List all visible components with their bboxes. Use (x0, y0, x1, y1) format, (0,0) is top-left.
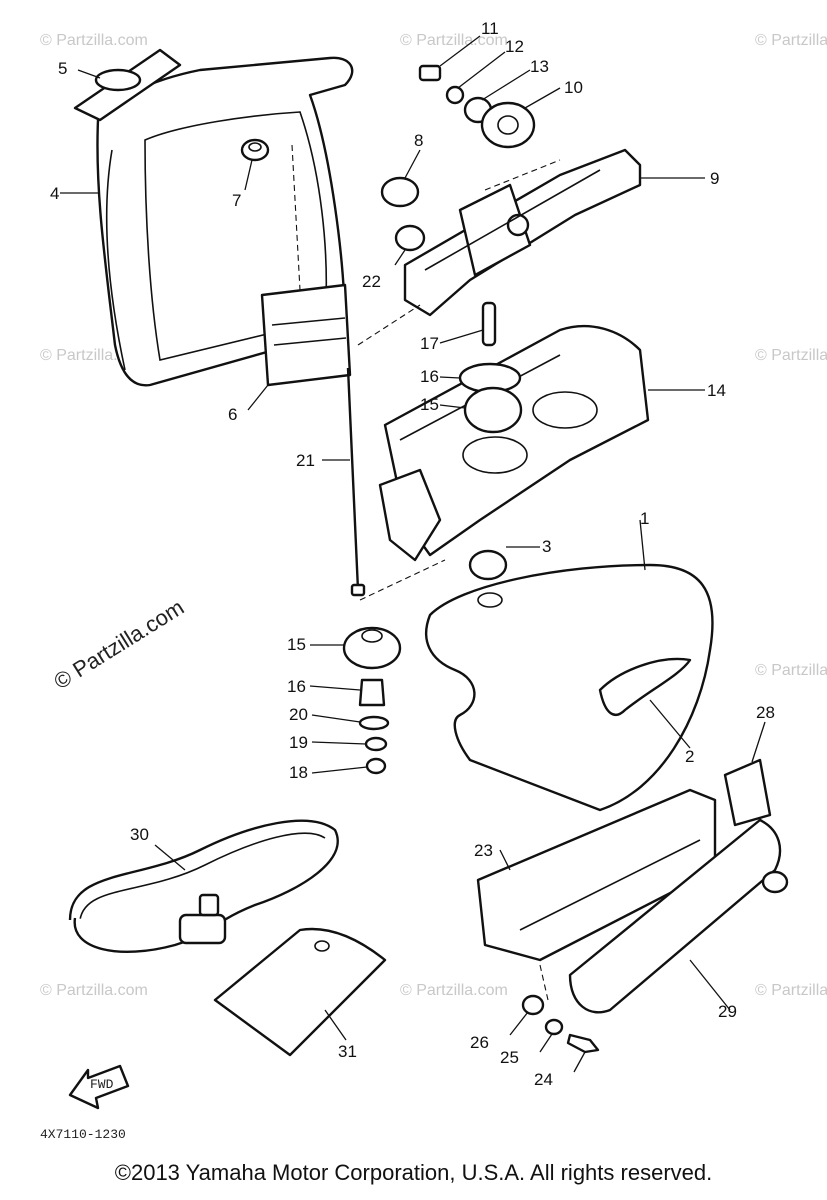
callout-labels: 11 12 13 10 5 4 7 8 9 22 17 16 15 14 6 2… (50, 19, 775, 1089)
part-long-bolt-22 (346, 367, 366, 597)
part-grommet-23 (394, 224, 426, 252)
callout-28: 28 (756, 703, 775, 722)
callout-10: 10 (564, 78, 583, 97)
watermark-small: © Partzilla.com (755, 32, 827, 49)
watermark-grid: © Partzilla.com © Partzilla.com © Partzi… (40, 32, 827, 999)
watermark-small: © Partzilla.com (400, 32, 508, 49)
copyright-notice: ©2013 Yamaha Motor Corporation, U.S.A. A… (114, 1160, 713, 1185)
part-grommet-7 (240, 138, 270, 162)
callout-30: 30 (130, 825, 149, 844)
fwd-arrow: FWD (68, 1064, 130, 1110)
part-lid-29 (568, 818, 789, 1014)
part-bracket-9 (403, 148, 642, 317)
callout-2: 2 (685, 747, 694, 766)
part-mount-stack-lower (342, 626, 402, 775)
callout-13: 13 (530, 57, 549, 76)
callout-21: 20 (289, 705, 308, 724)
leader-lines (60, 35, 766, 1073)
watermark-small: © Partzilla.com (40, 32, 148, 49)
part-grommet-3 (468, 549, 508, 581)
callout-6: 6 (228, 405, 237, 424)
callout-4: 4 (50, 184, 59, 203)
callout-31: 31 (338, 1042, 357, 1061)
part-tray-14 (378, 324, 650, 562)
callout-25: 24 (534, 1070, 553, 1089)
callout-24: 23 (474, 841, 493, 860)
callout-15-upper: 15 (420, 395, 439, 414)
watermark-small: © Partzilla.com (40, 982, 148, 999)
callout-17: 16 (420, 367, 439, 386)
callout-15-lower: 15 (287, 635, 306, 654)
part-sheet-31 (213, 927, 387, 1057)
callout-12: 12 (505, 37, 524, 56)
callout-14: 14 (707, 381, 726, 400)
part-wire-30 (68, 819, 339, 953)
parts-diagram: © Partzilla.com © Partzilla.com © Partzi… (40, 19, 827, 1142)
part-pad-28 (723, 758, 772, 827)
callout-5: 5 (58, 59, 67, 78)
callout-11: 11 (481, 19, 499, 38)
fwd-label: FWD (90, 1077, 114, 1092)
callout-16: 16 (287, 677, 306, 696)
callout-26: 25 (500, 1048, 519, 1067)
watermark-small: © Partzilla.com (755, 347, 827, 364)
callout-19: 18 (289, 763, 308, 782)
watermark-main: © Partzilla.com (49, 594, 188, 694)
callout-1: 1 (640, 509, 649, 528)
part-code: 4X7110-1230 (40, 1127, 126, 1142)
callout-29: 29 (718, 1002, 737, 1021)
part-side-cover-1 (425, 563, 714, 812)
part-emblem-6 (260, 283, 352, 387)
callout-20: 19 (289, 733, 308, 752)
part-grommet-8 (380, 176, 420, 208)
callout-9: 9 (710, 169, 719, 188)
callout-27: 26 (470, 1033, 489, 1052)
callout-8: 8 (414, 131, 423, 150)
callout-23: 22 (362, 272, 381, 291)
part-mount-stack-upper (458, 301, 523, 434)
part-hardware-bottom (521, 994, 600, 1054)
callout-7: 7 (232, 191, 241, 210)
watermark-small: © Partzilla.com (755, 982, 827, 999)
part-bolt-stack-top (418, 64, 536, 149)
callout-22: 21 (296, 451, 315, 470)
watermark-small: © Partzilla.com (400, 982, 508, 999)
callout-18: 17 (420, 334, 439, 353)
callout-3: 3 (542, 537, 551, 556)
watermark-small: © Partzilla.com (755, 662, 827, 679)
